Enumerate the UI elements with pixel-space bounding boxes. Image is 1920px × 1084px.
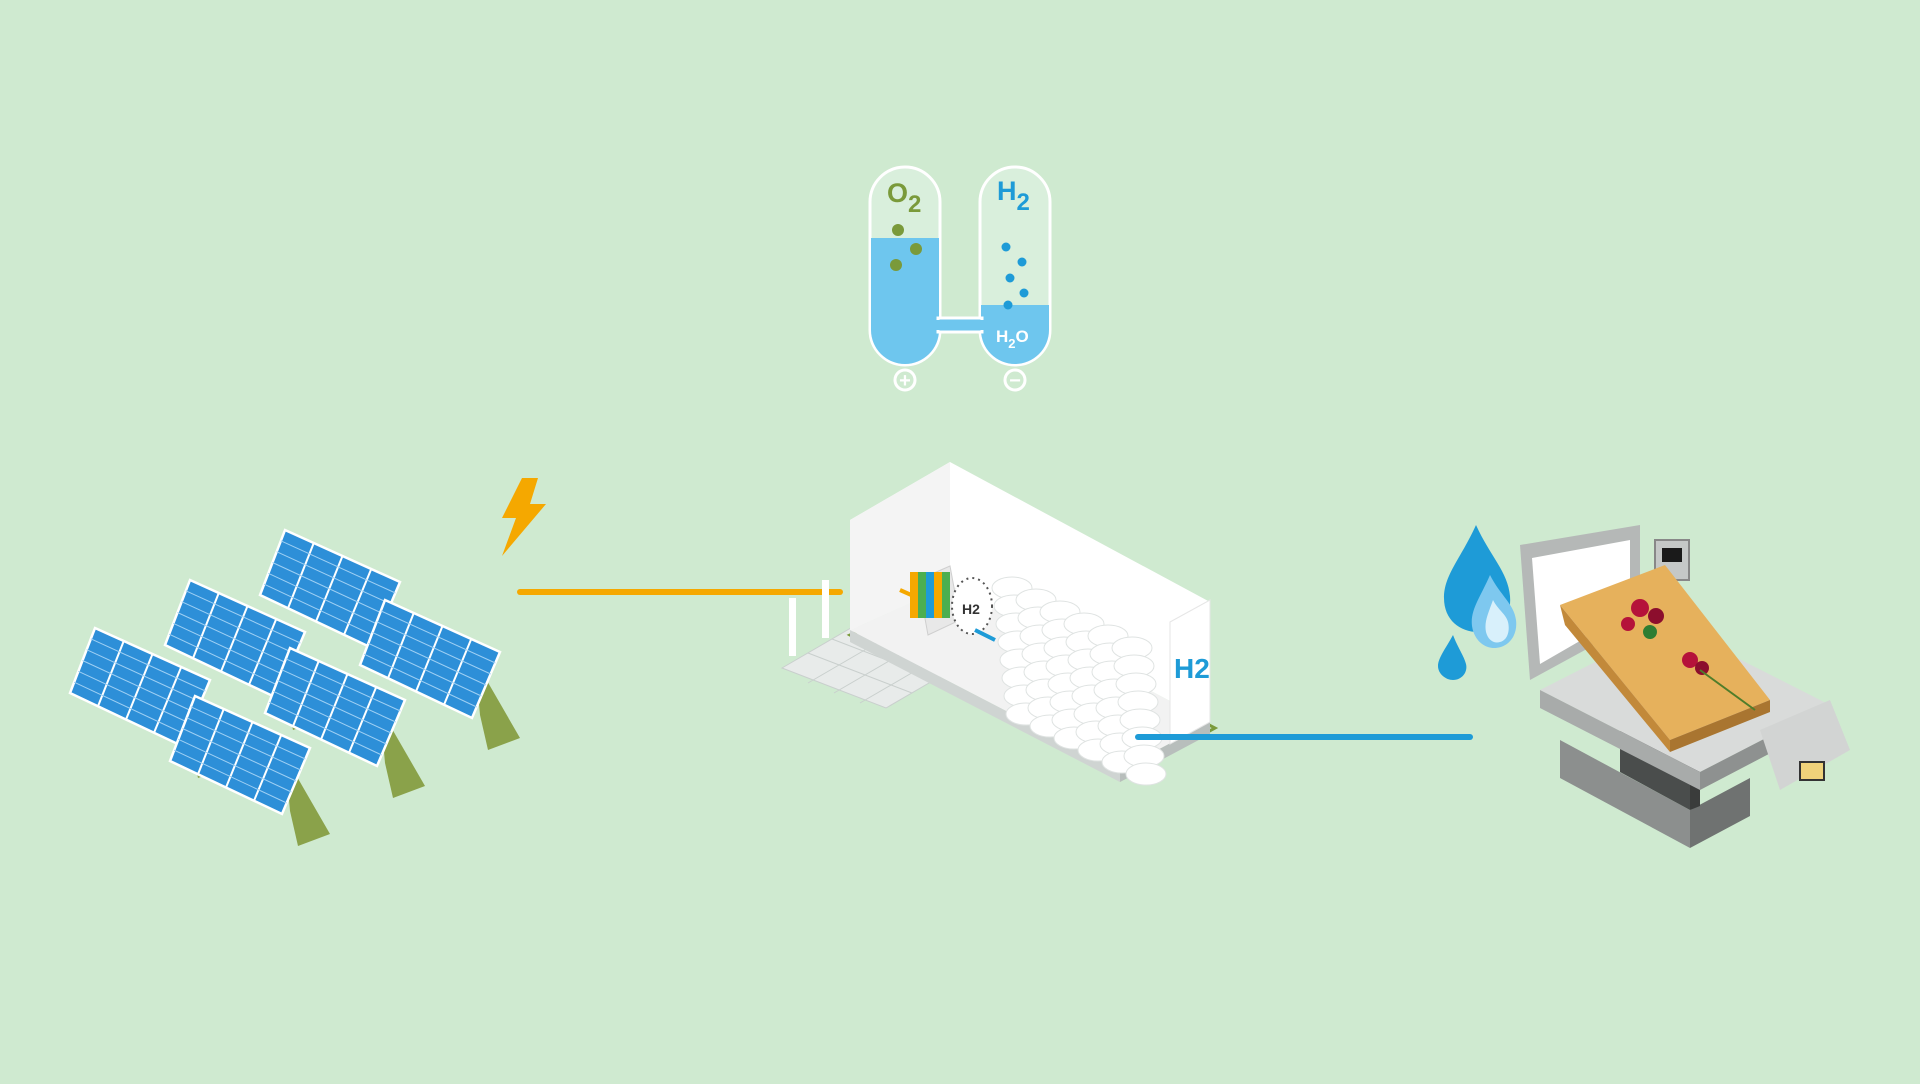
oxygen-bubble [910, 243, 922, 255]
anode-symbol: + [899, 370, 911, 392]
coffin [1560, 565, 1770, 740]
solar-field [68, 528, 520, 846]
electrolyzer-label: H2 [962, 601, 980, 617]
electrolysis-diagram: O2 H2 H2O + − [868, 165, 1052, 392]
lightning-icon [502, 478, 546, 556]
storage-tanks [991, 576, 1167, 786]
hydrogen-bubble [1005, 273, 1015, 283]
solar-panel-icon [263, 646, 425, 798]
hydrogen-tank [1125, 762, 1167, 786]
hydrogen-bubble [1003, 300, 1013, 310]
cremator-icon [1520, 525, 1850, 848]
hydrogen-bubble [1019, 288, 1029, 298]
solar-panel-icon [358, 598, 520, 750]
hydrogen-container: H2 H2 [780, 462, 1219, 786]
solar-panel-icon [168, 694, 330, 846]
hydrogen-bubble [1017, 257, 1027, 267]
water-label: H2O [996, 327, 1029, 351]
electrolyzer-icon: H2 [899, 565, 996, 642]
flame-icon [1438, 525, 1517, 680]
oxygen-label: O2 [887, 178, 921, 218]
hydrogen-bubble [1001, 242, 1011, 252]
container-h2-label: H2 [1174, 653, 1210, 684]
oxygen-bubble [890, 259, 902, 271]
hydrogen-label: H2 [997, 176, 1030, 216]
oxygen-bubble [892, 224, 904, 236]
cathode-symbol: − [1009, 370, 1021, 392]
anode-terminal [893, 368, 917, 392]
cathode-terminal [1003, 368, 1027, 392]
container-end-wall [1169, 599, 1211, 745]
